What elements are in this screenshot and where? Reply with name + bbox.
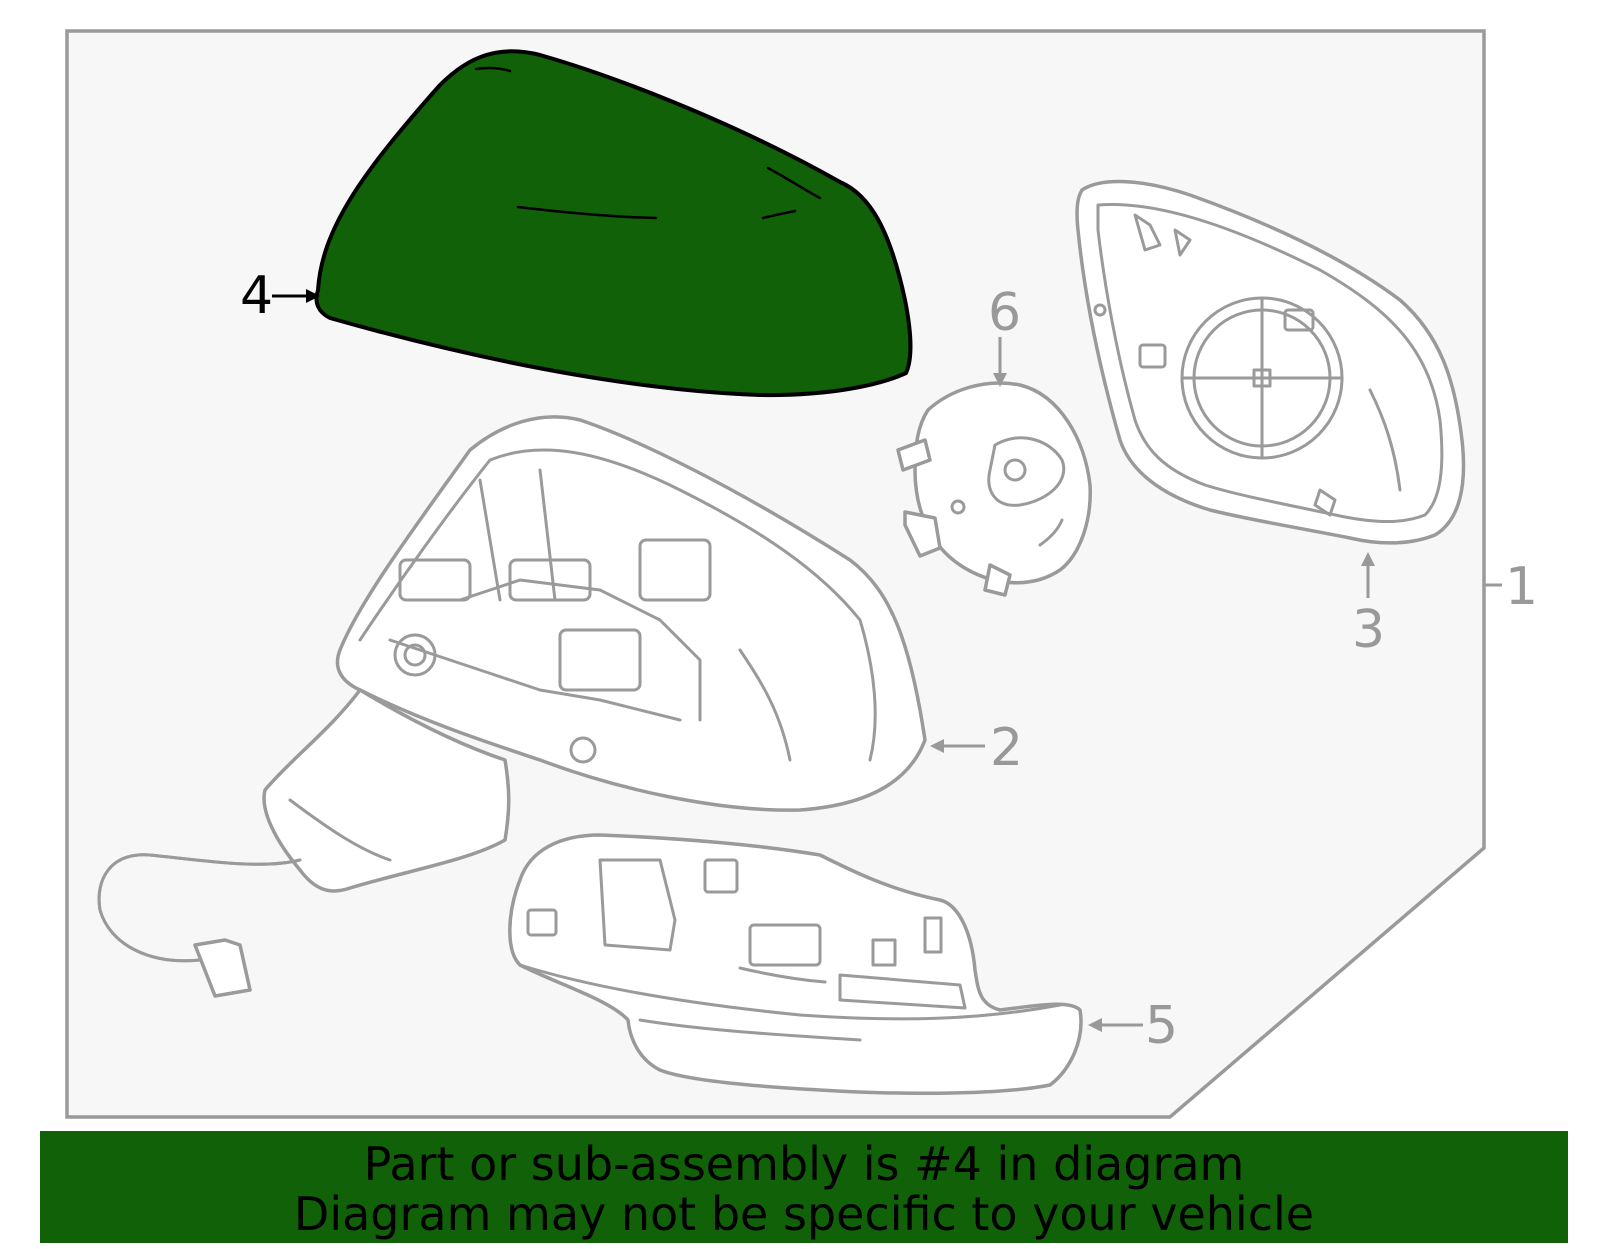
part-5-lower-cover[interactable] [508,833,1083,1096]
parts-diagram: 4 6 2 3 5 1 [65,29,1538,1119]
part-6-actuator[interactable] [896,381,1092,597]
callout-6[interactable]: 6 [988,283,1021,343]
callout-3[interactable]: 3 [1352,600,1385,660]
banner-line-disclaimer: Diagram may not be specific to your vehi… [293,1187,1315,1241]
part-2-mirror-housing[interactable] [97,415,927,998]
callout-1[interactable]: 1 [1505,557,1538,617]
info-banner: Part or sub-assembly is #4 in diagram Di… [40,1131,1568,1243]
banner-line-part-number: Part or sub-assembly is #4 in diagram [363,1137,1245,1191]
part-4-mirror-cover[interactable] [314,49,913,398]
part-3-mirror-glass[interactable] [1075,179,1466,545]
callout-4[interactable]: 4 [240,266,273,326]
leader-lines [272,289,1502,1032]
callout-5[interactable]: 5 [1145,996,1178,1056]
callout-2[interactable]: 2 [990,718,1023,778]
